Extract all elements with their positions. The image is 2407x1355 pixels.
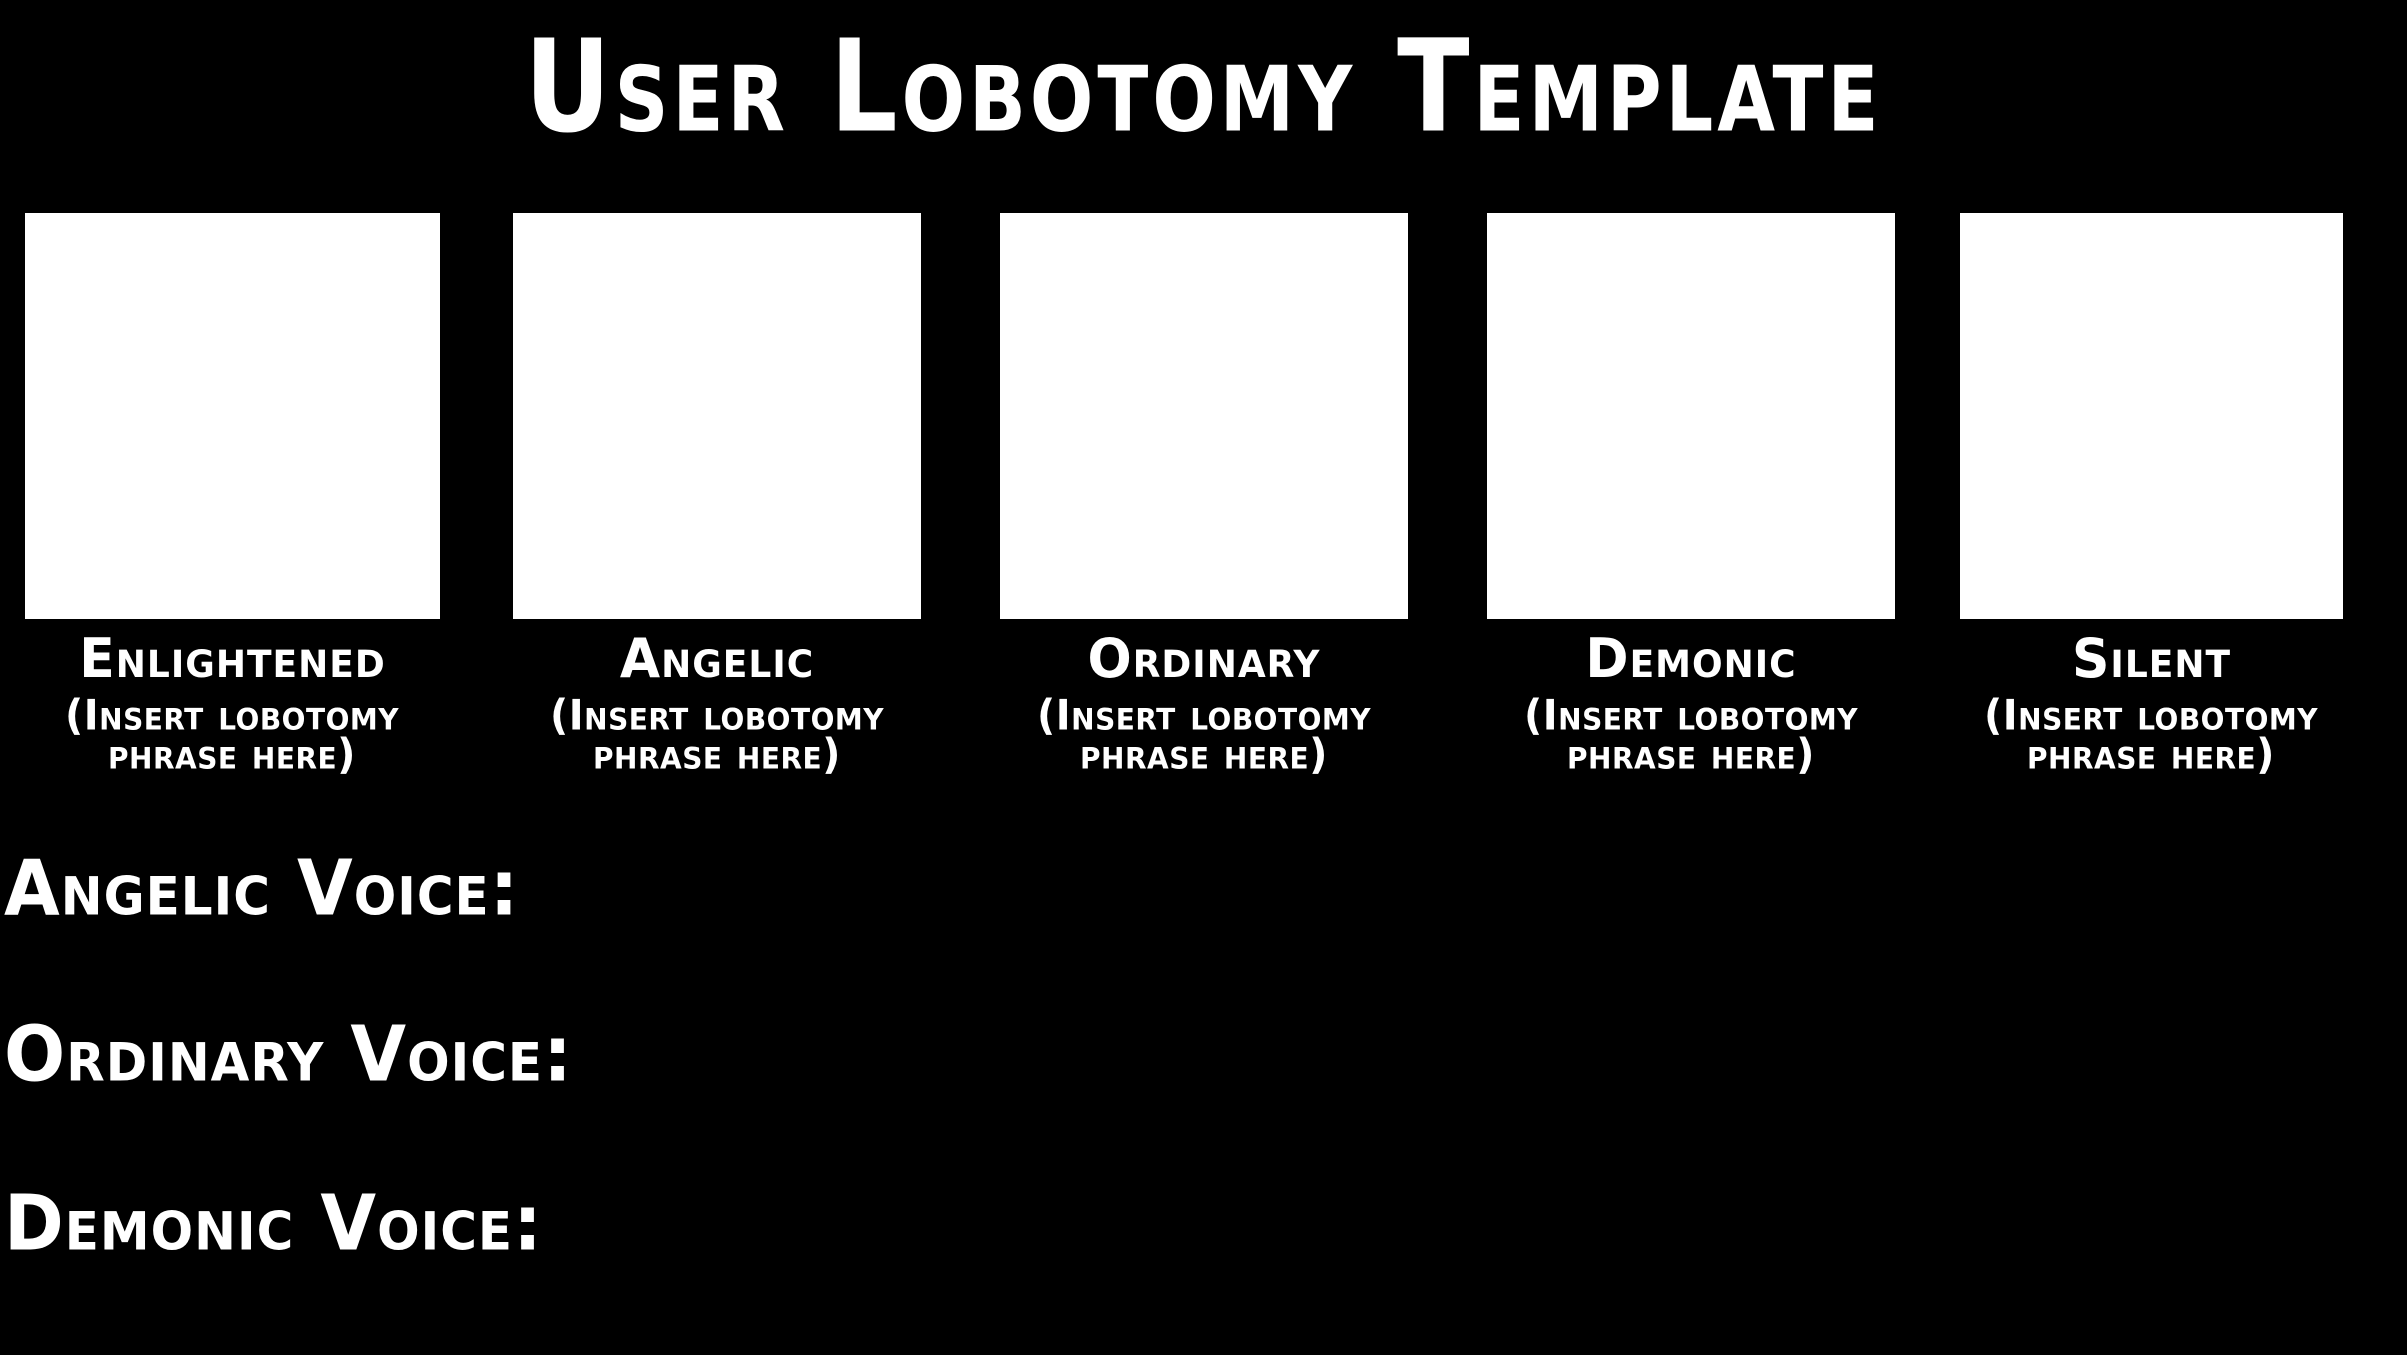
panel-demonic: Demonic (Insert lobotomy phrase here) xyxy=(1487,213,1895,776)
voice-line-ordinary[interactable]: Ordinary Voice: xyxy=(4,1009,573,1099)
panel-image-slot[interactable] xyxy=(25,213,440,619)
panel-enlightened: Enlightened (Insert lobotomy phrase here… xyxy=(25,213,440,776)
panel-strip: Enlightened (Insert lobotomy phrase here… xyxy=(0,213,2407,776)
panel-ordinary: Ordinary (Insert lobotomy phrase here) xyxy=(1000,213,1408,776)
voice-line-demonic[interactable]: Demonic Voice: xyxy=(4,1178,543,1268)
panel-image-slot[interactable] xyxy=(513,213,921,619)
panel-caption: (Insert lobotomy phrase here) xyxy=(1523,691,1859,779)
panel-angelic: Angelic (Insert lobotomy phrase here) xyxy=(513,213,921,776)
panel-caption: (Insert lobotomy phrase here) xyxy=(549,691,885,779)
panel-label: Enlightened xyxy=(79,627,386,691)
panel-silent: Silent (Insert lobotomy phrase here) xyxy=(1960,213,2343,776)
panel-caption: (Insert lobotomy phrase here) xyxy=(64,691,400,779)
voice-line-angelic[interactable]: Angelic Voice: xyxy=(4,843,520,933)
panel-caption: (Insert lobotomy phrase here) xyxy=(1983,691,2319,779)
panel-label: Silent xyxy=(2071,627,2232,691)
page-title: User Lobotomy Template xyxy=(524,11,1883,161)
panel-image-slot[interactable] xyxy=(1000,213,1408,619)
panel-label: Angelic xyxy=(619,627,815,691)
panel-label: Demonic xyxy=(1585,627,1797,691)
panel-image-slot[interactable] xyxy=(1487,213,1895,619)
panel-caption: (Insert lobotomy phrase here) xyxy=(1036,691,1372,779)
panel-image-slot[interactable] xyxy=(1960,213,2343,619)
panel-label: Ordinary xyxy=(1087,627,1321,691)
